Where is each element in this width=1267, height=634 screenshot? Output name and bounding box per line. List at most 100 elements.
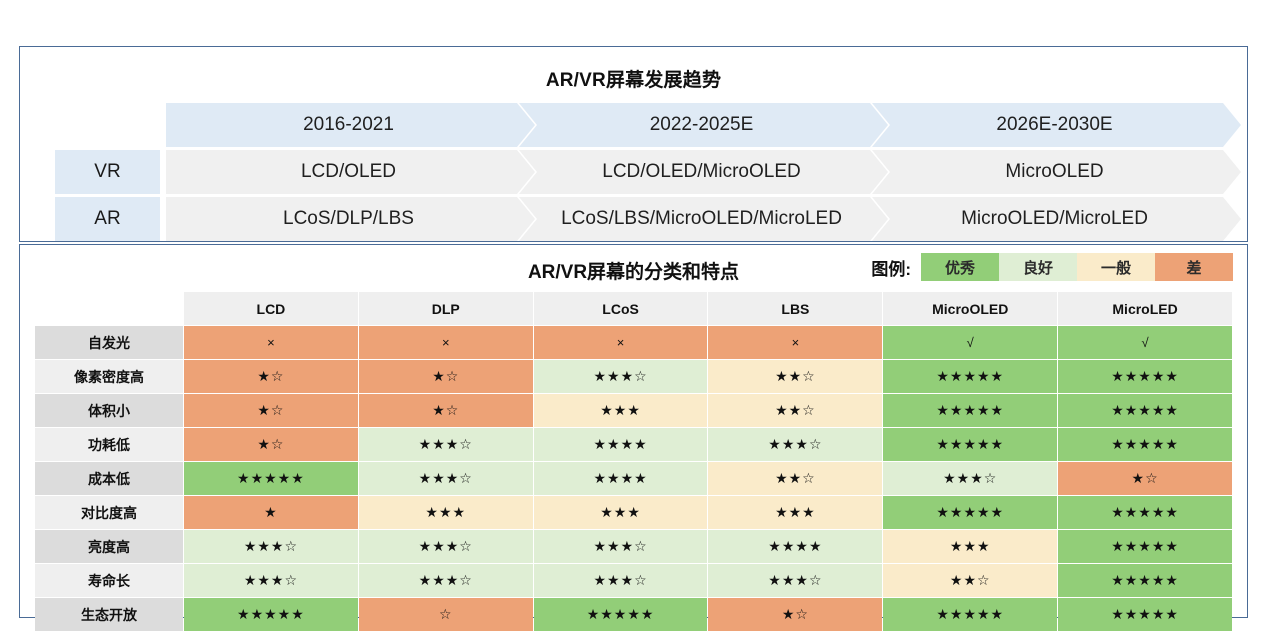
- matrix-rating-cell: ★★★: [533, 496, 708, 529]
- matrix-rating-cell: ★★★★★: [1058, 564, 1232, 597]
- trend-value-chevron: LCD/OLED: [166, 150, 535, 194]
- matrix-rating-cell: ★★★☆: [358, 428, 533, 461]
- matrix-rating-cell: ☆: [358, 598, 533, 631]
- matrix-rating-cell: ★: [184, 496, 358, 529]
- matrix-rating-cell: ★★★: [708, 496, 883, 529]
- matrix-rating-cell: ★★★★: [533, 462, 708, 495]
- matrix-row-header: 亮度高: [35, 530, 183, 563]
- trend-value-chevron: LCoS/LBS/MicroOLED/MicroLED: [519, 197, 888, 241]
- matrix-rating-cell: ★★★★: [708, 530, 883, 563]
- matrix-rating-cell: ×: [708, 326, 883, 359]
- table-row: 对比度高★★★★★★★★★★★★★★★★★★★★: [35, 496, 1232, 529]
- trend-panel-title: AR/VR屏幕发展趋势: [545, 70, 722, 91]
- matrix-row-header: 成本低: [35, 462, 183, 495]
- matrix-rating-cell: ★★☆: [708, 462, 883, 495]
- table-row: 生态开放★★★★★☆★★★★★★☆★★★★★★★★★★: [35, 598, 1232, 631]
- matrix-rating-cell: ★★☆: [708, 360, 883, 393]
- table-row: 亮度高★★★☆★★★☆★★★☆★★★★★★★★★★★★: [35, 530, 1232, 563]
- matrix-rating-cell: ★★★★★: [883, 360, 1058, 393]
- matrix-row-header: 自发光: [35, 326, 183, 359]
- matrix-rating-cell: ★☆: [708, 598, 883, 631]
- matrix-rating-cell: ★★★★★: [184, 598, 358, 631]
- table-row: 功耗低★☆★★★☆★★★★★★★☆★★★★★★★★★★: [35, 428, 1232, 461]
- matrix-rating-cell: ★★★★★: [1058, 496, 1232, 529]
- table-row: 体积小★☆★☆★★★★★☆★★★★★★★★★★: [35, 394, 1232, 427]
- matrix-rating-cell: ★★★☆: [184, 530, 358, 563]
- matrix-column-header: LCD: [184, 292, 358, 325]
- matrix-rating-cell: ×: [358, 326, 533, 359]
- legend: 图例: 优秀良好一般差: [871, 253, 1233, 281]
- matrix-row-header: 对比度高: [35, 496, 183, 529]
- matrix-column-header: LCoS: [533, 292, 708, 325]
- matrix-rating-cell: ★★★★★: [883, 496, 1058, 529]
- matrix-rating-cell: ★★☆: [883, 564, 1058, 597]
- legend-chip: 优秀: [921, 253, 999, 281]
- matrix-column-header: MicroOLED: [883, 292, 1058, 325]
- matrix-rating-cell: ★★★☆: [533, 564, 708, 597]
- table-row: 像素密度高★☆★☆★★★☆★★☆★★★★★★★★★★: [35, 360, 1232, 393]
- matrix-rating-cell: ★★★☆: [184, 564, 358, 597]
- matrix-rating-cell: ★★★☆: [533, 530, 708, 563]
- trend-period-chevron: 2026E-2030E: [872, 103, 1241, 147]
- matrix-column-header: DLP: [358, 292, 533, 325]
- matrix-rating-cell: ★★★★★: [883, 428, 1058, 461]
- matrix-rating-cell: ★★★☆: [358, 564, 533, 597]
- trend-rowlabel-vr: VR: [55, 150, 160, 194]
- matrix-rating-cell: ★★★★★: [883, 394, 1058, 427]
- trend-period-chevron: 2022-2025E: [519, 103, 888, 147]
- matrix-row-header: 寿命长: [35, 564, 183, 597]
- matrix-rating-cell: ★★★☆: [358, 530, 533, 563]
- legend-label: 图例:: [871, 259, 911, 279]
- matrix-rating-cell: ★★★★★: [1058, 428, 1232, 461]
- matrix-rating-cell: ★☆: [358, 360, 533, 393]
- matrix-rating-cell: ★★★★★: [1058, 394, 1232, 427]
- matrix-rating-cell: ★☆: [1058, 462, 1232, 495]
- trend-period-chevron: 2016-2021: [166, 103, 535, 147]
- matrix-rating-cell: ★★★★★: [184, 462, 358, 495]
- matrix-rating-cell: ×: [184, 326, 358, 359]
- trend-rowlabel-ar: AR: [55, 197, 160, 241]
- matrix-header: AR/VR屏幕的分类和特点 图例: 优秀良好一般差: [20, 245, 1247, 289]
- trend-value-chevron: LCD/OLED/MicroOLED: [519, 150, 888, 194]
- matrix-rating-cell: ★☆: [184, 428, 358, 461]
- table-row: 成本低★★★★★★★★☆★★★★★★☆★★★☆★☆: [35, 462, 1232, 495]
- matrix-rating-cell: ★★★★★: [1058, 360, 1232, 393]
- matrix-rating-cell: √: [1058, 326, 1232, 359]
- legend-chip: 一般: [1077, 253, 1155, 281]
- matrix-rating-cell: ★★☆: [708, 394, 883, 427]
- matrix-column-header: MicroLED: [1058, 292, 1232, 325]
- matrix-rating-cell: ★★★★★: [533, 598, 708, 631]
- matrix-rating-cell: ★☆: [184, 394, 358, 427]
- trend-value-chevron: MicroOLED: [872, 150, 1241, 194]
- matrix-rating-cell: ★☆: [358, 394, 533, 427]
- matrix-row-header: 体积小: [35, 394, 183, 427]
- matrix-column-header: LBS: [708, 292, 883, 325]
- trend-value-chevron: MicroOLED/MicroLED: [872, 197, 1241, 241]
- matrix-rating-cell: ×: [533, 326, 708, 359]
- matrix-rating-cell: ★★★★: [533, 428, 708, 461]
- matrix-table-body: 自发光××××√√像素密度高★☆★☆★★★☆★★☆★★★★★★★★★★体积小★☆…: [35, 326, 1232, 631]
- matrix-rating-cell: ★★★☆: [708, 564, 883, 597]
- matrix-rating-cell: ★★★☆: [883, 462, 1058, 495]
- legend-chip: 差: [1155, 253, 1233, 281]
- matrix-row-header: 功耗低: [35, 428, 183, 461]
- matrix-panel-title: AR/VR屏幕的分类和特点: [527, 261, 740, 283]
- matrix-rating-cell: ★★★★★: [1058, 530, 1232, 563]
- matrix-rating-cell: ★★★☆: [708, 428, 883, 461]
- legend-chips: 优秀良好一般差: [921, 253, 1233, 281]
- legend-chip: 良好: [999, 253, 1077, 281]
- matrix-rating-cell: ★★★★★: [1058, 598, 1232, 631]
- matrix-row-header: 生态开放: [35, 598, 183, 631]
- matrix-rating-cell: ★★★: [883, 530, 1058, 563]
- matrix-rating-cell: ★☆: [184, 360, 358, 393]
